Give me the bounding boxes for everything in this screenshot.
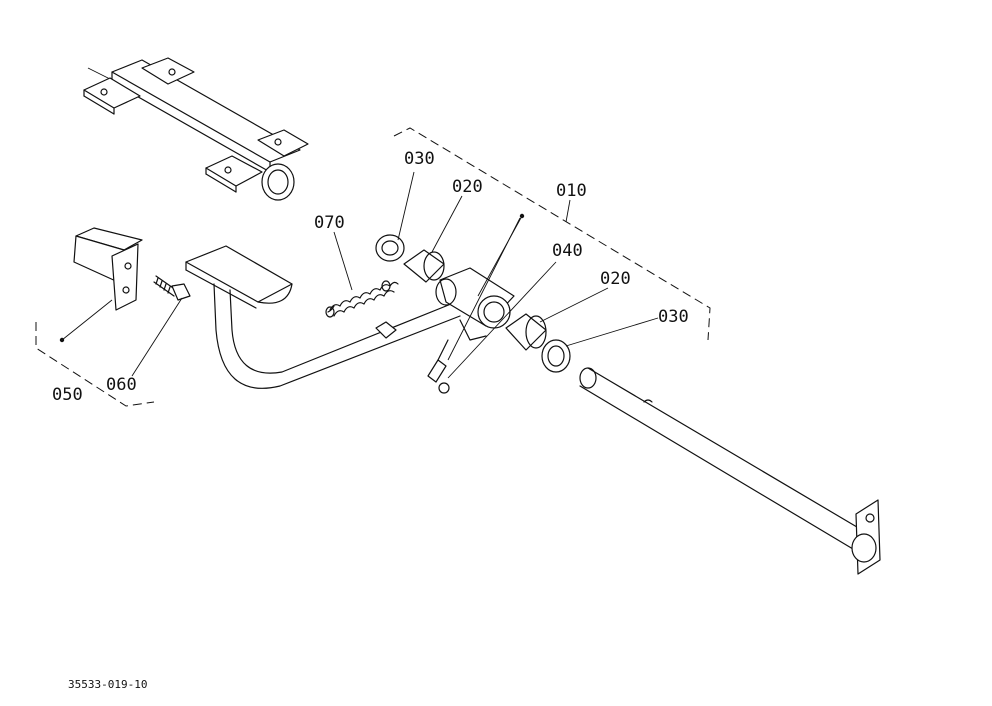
part-010-pedal-arm: 010: [185, 181, 587, 394]
label-060: 060: [106, 375, 137, 395]
shaft: [579, 367, 881, 575]
label-030-lower: 030: [658, 307, 689, 327]
part-050-bracket: 050: [35, 227, 155, 407]
part-070-spring: 070: [314, 213, 399, 318]
label-040: 040: [552, 241, 583, 261]
part-020-upper: 020: [403, 177, 483, 283]
label-050: 050: [52, 385, 83, 405]
part-020-lower: 020: [505, 269, 631, 351]
part-030-lower: 030: [541, 307, 689, 373]
part-030-upper: 030: [375, 149, 435, 262]
assembly-group-outline: [393, 127, 711, 341]
label-020-upper: 020: [452, 177, 483, 197]
label-070: 070: [314, 213, 345, 233]
reference-number: 35533-019-10: [68, 678, 147, 691]
label-010: 010: [556, 181, 587, 201]
label-020-lower: 020: [600, 269, 631, 289]
part-060-bolt: 060: [106, 275, 191, 395]
frame-bracket: [83, 57, 309, 201]
part-040: 040: [447, 241, 583, 379]
label-030-upper: 030: [404, 149, 435, 169]
